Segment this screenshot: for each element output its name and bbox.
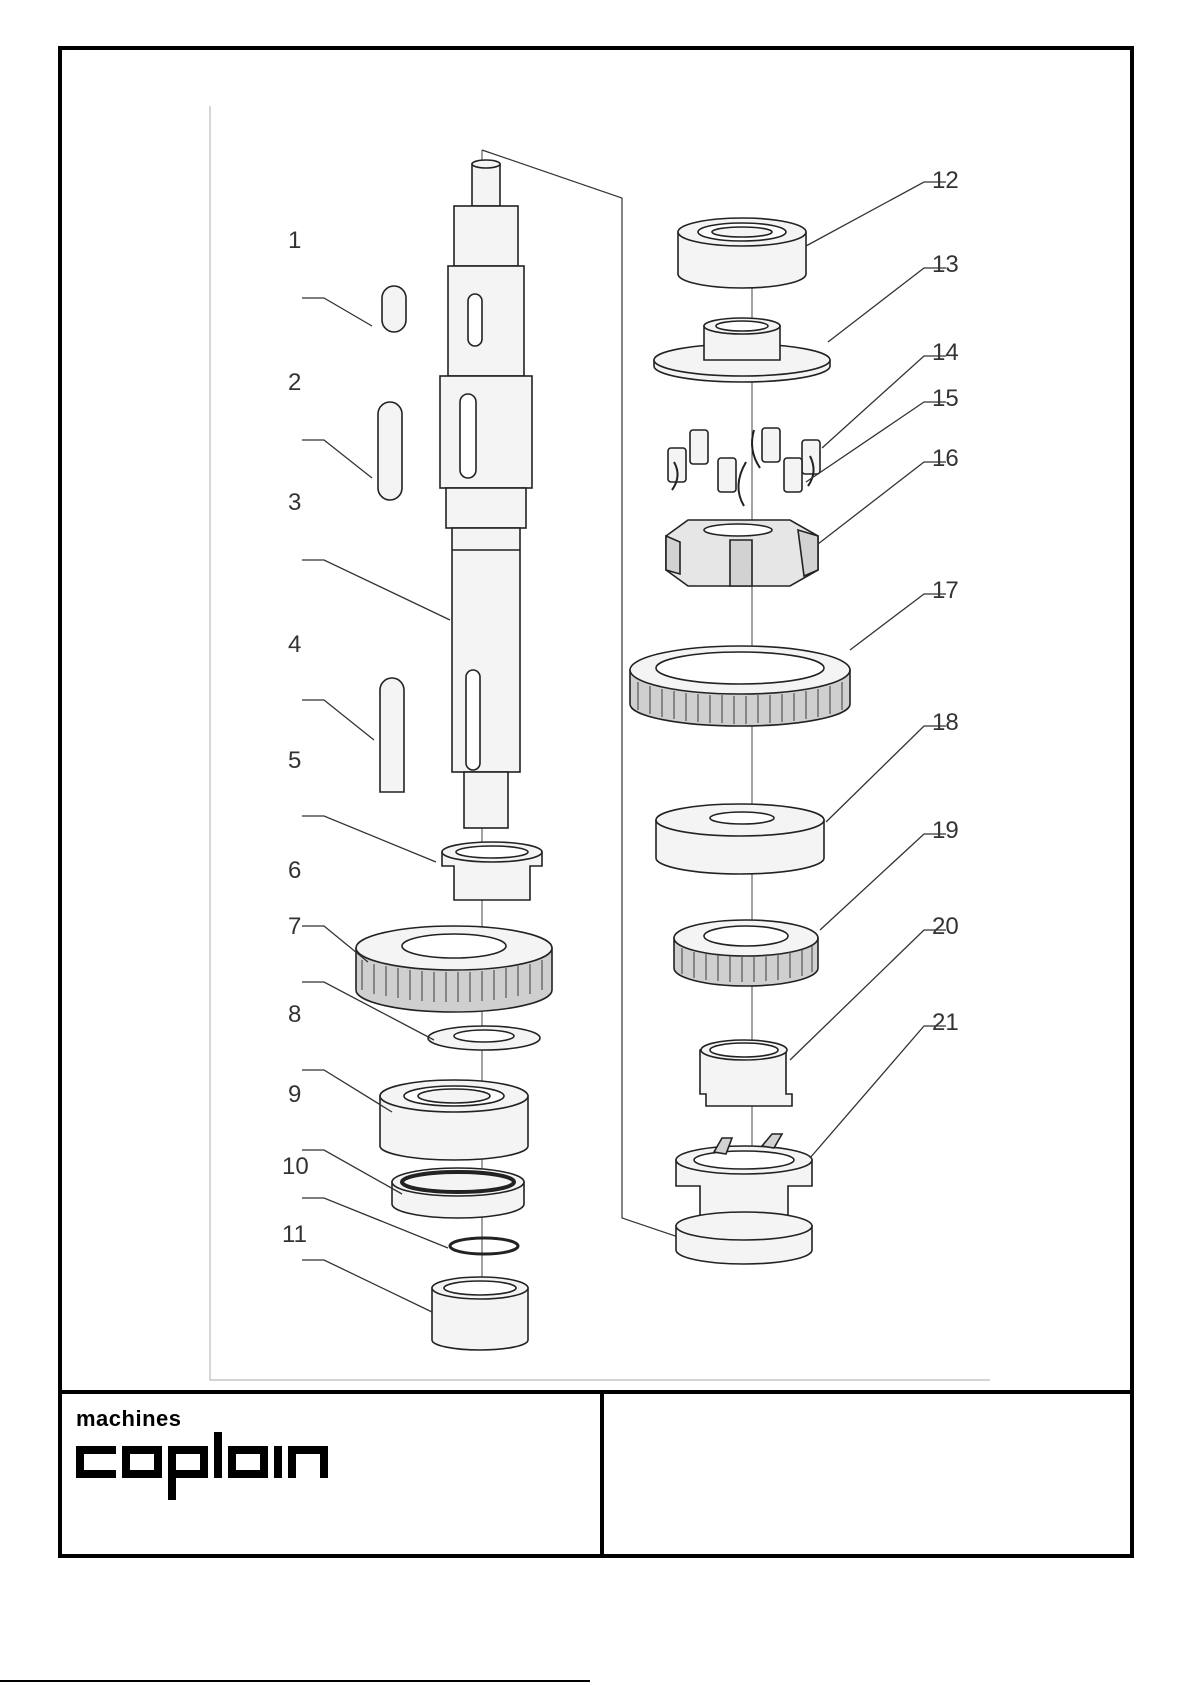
part-key-2 (378, 402, 402, 500)
callout-7: 7 (288, 913, 301, 940)
part-key-1 (382, 286, 406, 332)
callout-4: 4 (288, 631, 301, 658)
leader-2 (302, 440, 372, 478)
callout-16: 16 (932, 445, 959, 472)
leader-21 (810, 1026, 946, 1158)
callout-12: 12 (932, 167, 959, 194)
callout-1: 1 (288, 227, 301, 254)
leader-16 (818, 462, 946, 544)
leader-12 (806, 182, 946, 246)
part-seal-9 (392, 1168, 524, 1218)
part-bearing-12 (678, 218, 806, 288)
leader-8 (302, 1070, 392, 1112)
leader-5 (302, 816, 436, 862)
page-footer-line (0, 1680, 590, 1682)
part-bushing-20 (700, 1040, 792, 1106)
part-washer-18 (656, 804, 824, 874)
leader-3 (302, 560, 450, 620)
callout-17: 17 (932, 577, 959, 604)
leader-9 (302, 1150, 402, 1194)
callout-6: 6 (288, 857, 301, 884)
part-bushing-5 (442, 842, 542, 900)
part-carrier-16 (666, 520, 818, 586)
callout-18: 18 (932, 709, 959, 736)
callout-14: 14 (932, 339, 959, 366)
part-washer-7 (428, 1026, 540, 1050)
callout-19: 19 (932, 817, 959, 844)
drawing-frame (210, 106, 990, 1380)
part-clutch-21 (676, 1134, 812, 1264)
part-bearing-8 (380, 1080, 528, 1160)
leader-13 (828, 268, 946, 342)
drawing-sheet: 1 2 3 4 5 6 7 8 9 10 11 12 13 14 15 16 1… (58, 46, 1134, 1558)
leader-19 (820, 834, 946, 930)
callout-8: 8 (288, 1001, 301, 1028)
part-gear-19 (674, 920, 818, 986)
callout-10: 10 (282, 1153, 309, 1180)
part-flange-13 (654, 318, 830, 382)
logo-text-coplain: coplain (76, 1493, 82, 1495)
logo-wordmark-coplain: coplain (76, 1432, 346, 1502)
callout-9: 9 (288, 1081, 301, 1108)
callout-2: 2 (288, 369, 301, 396)
part-gear-6 (356, 926, 552, 1012)
callout-21: 21 (932, 1009, 959, 1036)
part-sleeve-11 (432, 1277, 528, 1350)
leader-1 (302, 298, 372, 326)
exploded-view-drawing: 1 2 3 4 5 6 7 8 9 10 11 12 13 14 15 16 1… (62, 50, 1130, 1390)
part-gear-17 (630, 646, 850, 726)
title-block-info-area (604, 1394, 1130, 1554)
logo-text-machines: machines (76, 1408, 346, 1430)
leader-18 (826, 726, 946, 822)
callout-20: 20 (932, 913, 959, 940)
callout-5: 5 (288, 747, 301, 774)
part-shaft (440, 160, 532, 828)
part-key-4 (380, 678, 404, 792)
leader-4 (302, 700, 374, 740)
callout-15: 15 (932, 385, 959, 412)
part-rollers-14-15 (668, 428, 820, 506)
callout-3: 3 (288, 489, 301, 516)
callout-13: 13 (932, 251, 959, 278)
leader-11 (302, 1260, 432, 1312)
company-logo: machines coplain (76, 1408, 346, 1502)
callout-11: 11 (282, 1221, 307, 1248)
leader-15 (806, 402, 946, 482)
part-ring-10 (450, 1238, 518, 1254)
